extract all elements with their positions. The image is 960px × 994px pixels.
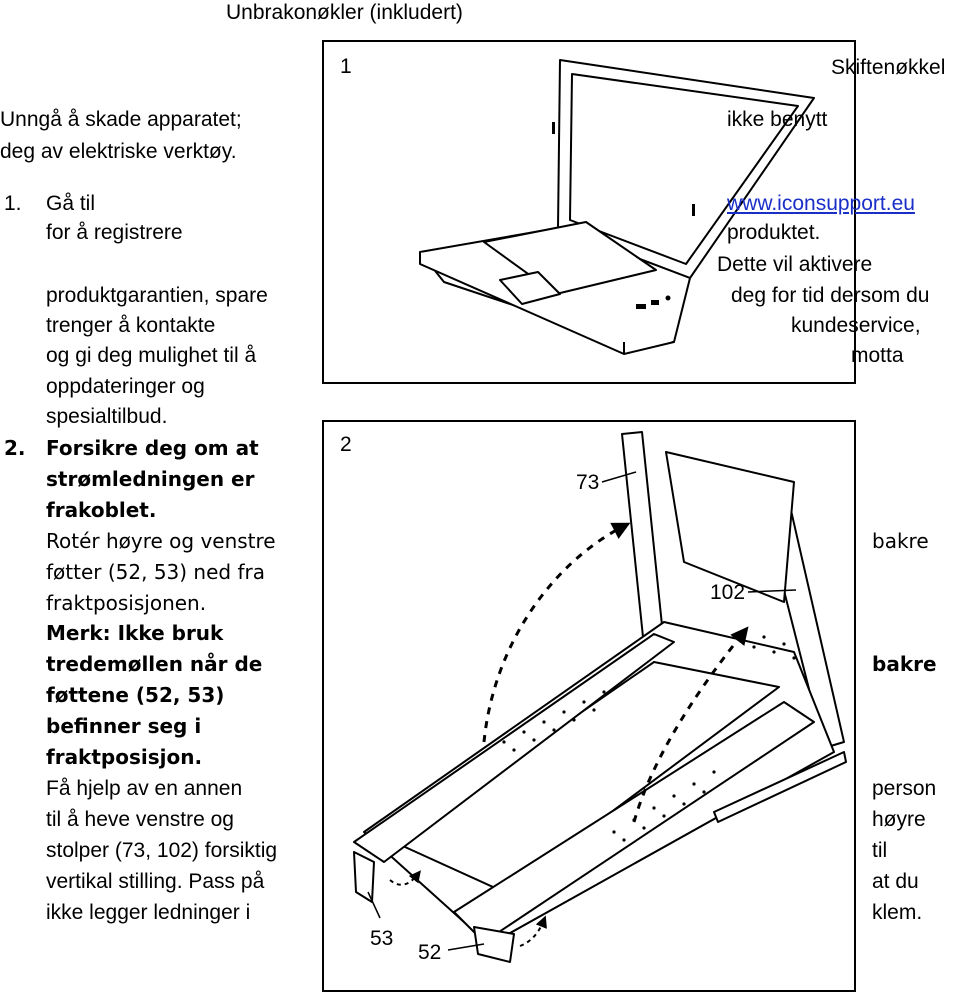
treadmill-illustration — [353, 431, 847, 963]
step-1-line: for å registrere — [46, 221, 183, 244]
step-2-line: Rotér høyre og venstre — [46, 529, 276, 553]
that-you-text: at du — [872, 870, 919, 893]
figure-2-number: 2 — [340, 433, 352, 456]
step-1-line: spesialtilbud. — [46, 405, 168, 428]
wrench-label: Skiftenøkkel — [831, 56, 946, 79]
step-2-line: vertikal stilling. Pass på — [46, 870, 265, 893]
step-2-note-line: fraktposisjon. — [46, 745, 203, 769]
figure-1-laptop: 1 — [322, 40, 856, 384]
rear-text-1: bakre — [872, 529, 929, 553]
step-2-bold-line: strømledningen er — [46, 467, 255, 491]
receive-text: motta — [851, 344, 904, 367]
support-url-link[interactable]: www.iconsupport.eu — [727, 192, 915, 215]
activate-text: Dette vil aktivere — [717, 253, 873, 276]
step-2-number: 2. — [4, 436, 26, 460]
step-1-line: trenger å kontakte — [46, 314, 216, 337]
step-2-line: Få hjelp av en annen — [46, 777, 243, 800]
right-word-text: høyre — [872, 808, 926, 831]
step-2-line: fraktposisjonen. — [46, 591, 207, 615]
step-1-line: og gi deg mulighet til å — [46, 344, 257, 367]
laptop-illustration — [419, 59, 815, 355]
pinch-text: klem. — [872, 901, 923, 924]
tools-included-heading: Unbrakonøkler (inkludert) — [226, 1, 463, 24]
rear-text-2: bakre — [872, 652, 937, 676]
step-1-line: Gå til — [46, 192, 96, 215]
step-2-line: til å heve venstre og — [46, 808, 234, 831]
step-1-line: oppdateringer og — [46, 375, 205, 398]
for-time-text: deg for tid dersom du — [731, 284, 930, 307]
step-2-note-line: tredemøllen når de — [46, 652, 263, 676]
figure-1-number: 1 — [340, 55, 352, 78]
part-label-53: 53 — [370, 927, 394, 950]
step-2-bold-line: frakoblet. — [46, 498, 157, 522]
product-text: produktet. — [727, 221, 821, 244]
step-1-number: 1. — [4, 192, 22, 215]
step-2-note-line: befinner seg i — [46, 714, 202, 738]
part-label-102: 102 — [710, 581, 746, 604]
step-2-line: stolper (73, 102) forsiktig — [46, 839, 278, 862]
part-label-73: 73 — [576, 471, 600, 494]
intro-line-1: Unngå å skade apparatet; — [0, 108, 242, 131]
do-not-use-text: ikke benytt — [727, 108, 828, 131]
person-text: person — [872, 777, 937, 800]
step-2-line: ikke legger ledninger i — [46, 901, 251, 924]
to-text: til — [872, 839, 888, 862]
intro-line-2: deg av elektriske verktøy. — [0, 140, 237, 163]
step-2-line: føtter (52, 53) ned fra — [46, 560, 265, 584]
step-2-note-line: føttene (52, 53) — [46, 683, 225, 707]
customer-service-text: kundeservice, — [791, 314, 921, 337]
step-2-note-line: Merk: Ikke bruk — [46, 621, 224, 645]
step-2-bold-line: Forsikre deg om at — [46, 436, 259, 460]
figure-2-treadmill: 2 — [322, 420, 856, 992]
step-1-line: produktgarantien, spare — [46, 284, 268, 307]
part-label-52: 52 — [418, 941, 442, 964]
